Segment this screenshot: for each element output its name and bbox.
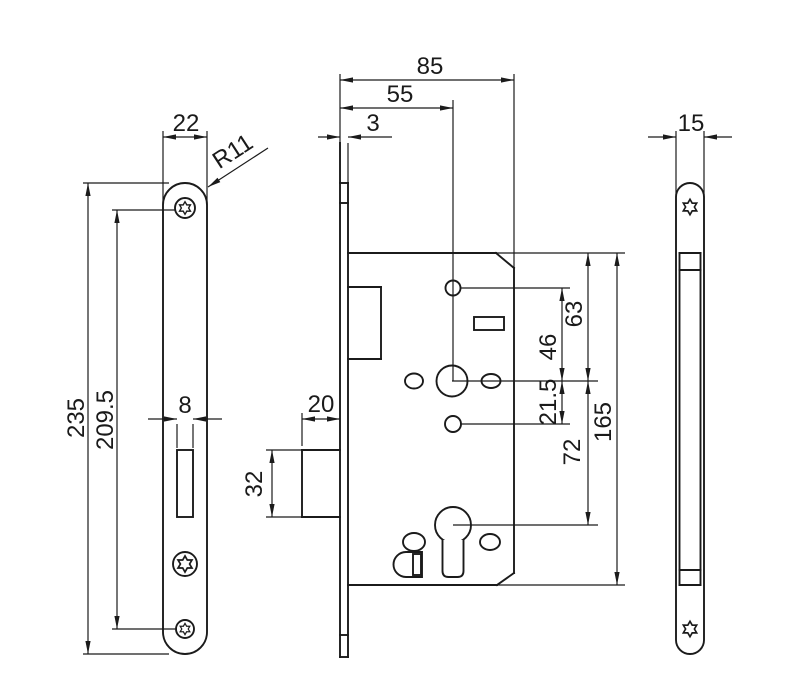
d-shaped-cutout <box>392 551 423 578</box>
dimension-side-plate-width: 15 <box>648 110 732 197</box>
dimension-end-radius: R11 <box>207 129 269 188</box>
dim-label-22: 22 <box>173 110 200 137</box>
dim-label-32: 32 <box>241 471 268 498</box>
dimension-case-top-to-hub: 63 <box>561 253 591 381</box>
dimension-screw-spacing: 209.5 <box>92 209 177 630</box>
rect-cutout <box>473 316 505 331</box>
dim-label-85: 85 <box>417 53 444 80</box>
dimension-case-height: 165 <box>590 253 620 585</box>
torx-screw-icon <box>172 551 198 577</box>
dim-label-165: 165 <box>590 402 617 442</box>
dim-label-r11: R11 <box>208 129 258 175</box>
dim-label-20: 20 <box>308 391 335 418</box>
dim-label-3: 3 <box>366 110 379 137</box>
dimension-hub-to-lower-hole: 21.5 <box>535 379 565 426</box>
dimension-faceplate-height: 235 <box>63 182 169 655</box>
dimension-top-hole-to-hub: 46 <box>535 288 565 381</box>
euro-cylinder-hole <box>434 506 472 578</box>
latchbolt-projection <box>301 449 341 518</box>
dim-label-63: 63 <box>561 301 588 328</box>
torx-screw-icon <box>174 197 196 219</box>
side-plate-outline <box>675 182 705 655</box>
dim-label-72: 72 <box>559 439 586 466</box>
lock-case-view: 85 55 3 20 32 46 <box>241 53 625 658</box>
faceplate-front-view: 22 R11 235 209.5 8 <box>63 110 269 655</box>
lower-fixing-hole <box>444 415 462 433</box>
dimension-faceplate-width: 22 <box>162 110 208 205</box>
dim-label-15: 15 <box>678 110 705 137</box>
torx-screw-icon <box>175 619 195 639</box>
latchbolt-inner <box>347 286 382 360</box>
dim-label-21-5: 21.5 <box>535 379 562 426</box>
dimension-backset: 55 <box>340 81 453 111</box>
latch-slot <box>176 449 194 518</box>
case-outline <box>347 74 516 587</box>
dimension-plate-thickness: 3 <box>318 110 392 140</box>
dim-label-209-5: 209.5 <box>92 390 119 450</box>
dim-label-46: 46 <box>535 334 562 361</box>
dim-label-55: 55 <box>387 81 414 108</box>
dimension-case-depth: 85 <box>340 53 514 83</box>
dimension-latch-projection: 20 <box>301 391 340 446</box>
dimension-latch-height: 32 <box>241 449 302 518</box>
small-oval-hole-left <box>402 532 426 552</box>
case-side-outline <box>678 252 702 586</box>
dim-label-8: 8 <box>178 392 191 419</box>
dimension-slot-width: 8 <box>148 392 222 448</box>
side-profile-view: 15 <box>648 110 732 655</box>
dimension-hub-to-cylinder: 72 <box>559 381 591 525</box>
dim-label-235: 235 <box>63 398 90 438</box>
hub-side-hole-left <box>404 372 424 390</box>
small-oval-hole-right <box>479 533 501 551</box>
